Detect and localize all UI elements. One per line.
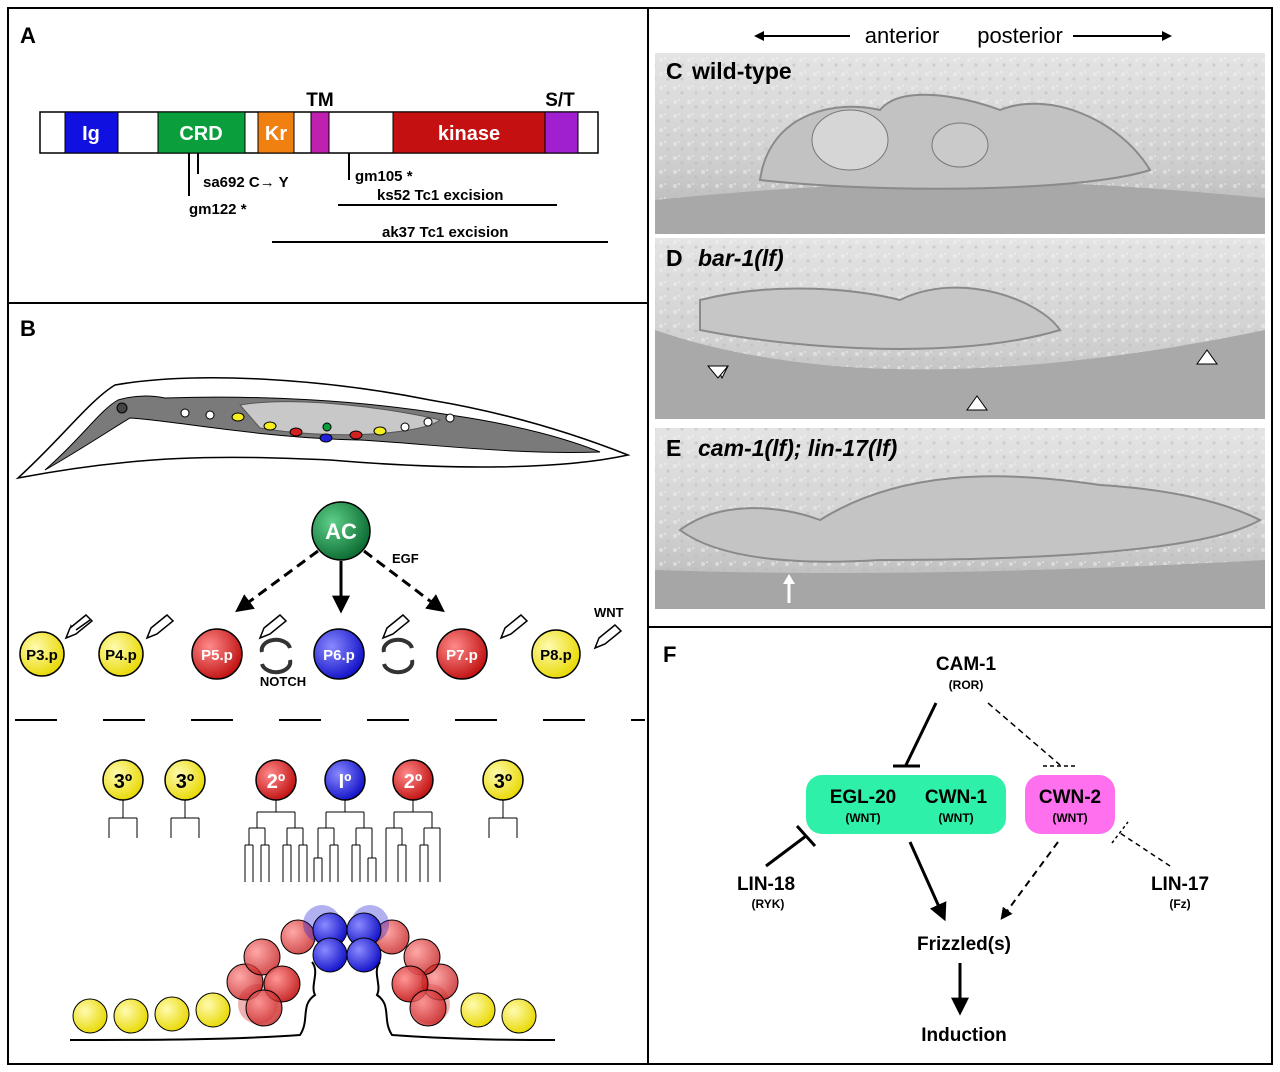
domain-kr-label: Kr: [265, 123, 287, 145]
st-tag: S/T: [545, 90, 575, 111]
domain-crd-label: CRD: [179, 123, 222, 145]
panel-c-genotype: wild-type: [691, 58, 792, 84]
vpc-p8-label: P8.p: [540, 647, 572, 664]
cwn1-label: CWN-1: [925, 787, 988, 808]
cwn2-box: [1025, 775, 1115, 834]
fate-p3-label: 3º: [114, 771, 132, 793]
panel-c-letter: C: [666, 58, 683, 84]
panel-f: F CAM-1 (ROR) EGL-20 (WNT) CWN-1 (WNT) C…: [663, 642, 1209, 1046]
domain-ig: [64, 111, 119, 154]
panel-b-letter: B: [20, 316, 36, 341]
vulva-illustration: [69, 905, 556, 1041]
vpc-p4-label: P4.p: [105, 647, 137, 664]
vpc-p6: [313, 628, 365, 680]
domain-kinase: [392, 111, 546, 154]
lin17-label: LIN-17: [1151, 874, 1209, 895]
arrowhead-marker-1: [706, 365, 730, 379]
anchor-cell: [311, 501, 371, 561]
panel-f-letter: F: [663, 642, 676, 667]
vpc-p6-label: P6.p: [323, 647, 355, 664]
domain-tm: [310, 111, 330, 154]
cam1-inhibits-wnt: [904, 702, 938, 766]
frizzled-label: Frizzled(s): [917, 934, 1011, 955]
vpc-row: P3.p P4.p P5.p P6.p P7.p P8.p: [19, 628, 581, 680]
cwn2-label: CWN-2: [1039, 787, 1101, 808]
fate-p7-label: 2º: [404, 771, 422, 793]
vpc-p7-label: P7.p: [446, 647, 478, 664]
fate-p6-label: Iº: [339, 771, 352, 793]
egf-label: EGF: [392, 551, 419, 566]
panel-d-letter: D: [666, 245, 683, 271]
fate-p8-label: 3º: [494, 771, 512, 793]
cam1-sub: (ROR): [949, 678, 984, 692]
vpc-p3-label: P3.p: [26, 647, 58, 664]
vpc-p5-label: P5.p: [201, 647, 233, 664]
domain-st: [544, 111, 579, 154]
micrograph-c: C wild-type: [655, 53, 1265, 234]
axis-posterior-label: posterior: [977, 23, 1063, 48]
lin18-inhibits-wnt: [765, 834, 807, 868]
vpc-p8: [531, 629, 581, 679]
egf-arrow-p7: [363, 549, 445, 613]
cam1-inhibits-cwn2: [987, 702, 1061, 766]
micrograph-d: D bar-1(lf): [655, 238, 1265, 419]
panel-b: B AC EGF: [15, 316, 645, 1041]
lin18-sub: (RYK): [752, 897, 785, 911]
lin17-inhibits-cwn2: [1119, 832, 1171, 867]
lin18-label: LIN-18: [737, 874, 795, 895]
vpc-p3: [19, 631, 65, 677]
panel-e-genotype: cam-1(lf); lin-17(lf): [698, 435, 897, 461]
panel-a: A Ig CRD Kr kinase TM S/T sa692 C→ Y gm1…: [20, 23, 608, 243]
domain-ig-label: Ig: [82, 123, 100, 145]
panel-e-letter: E: [666, 435, 681, 461]
worm-illustration: [15, 377, 631, 480]
egf-arrow-p5: [235, 549, 319, 613]
cwn2-sub: (WNT): [1052, 811, 1087, 825]
wnt-label: WNT: [594, 605, 624, 620]
cam1-label: CAM-1: [936, 654, 997, 675]
induction-label: Induction: [921, 1025, 1006, 1046]
vpc-p4: [98, 631, 144, 677]
notch-cycle-icons: [259, 637, 415, 675]
lin17-sub: (Fz): [1169, 897, 1190, 911]
vpc-p7: [436, 628, 488, 680]
allele-gm122: gm122 *: [189, 201, 247, 218]
wnt-complex-box: [806, 775, 1006, 834]
micrograph-e: E cam-1(lf); lin-17(lf): [655, 428, 1265, 609]
axis-anterior-label: anterior: [865, 23, 940, 48]
panel-d-genotype: bar-1(lf): [698, 245, 784, 271]
notch-label: NOTCH: [260, 674, 306, 689]
lineage-trees: [108, 800, 518, 882]
domain-kinase-label: kinase: [438, 123, 500, 145]
allele-ak37: ak37 Tc1 excision: [382, 224, 508, 241]
cwn2-activates-frizzled: [1000, 841, 1059, 920]
wnt-arrows: [64, 613, 623, 650]
arrowhead-marker-2: [966, 395, 988, 411]
allele-gm105: gm105 *: [355, 168, 413, 185]
axis-indicator: anterior posterior: [754, 23, 1172, 48]
fate-row: 3º 3º 2º Iº 2º 3º: [102, 759, 524, 801]
egl20-sub: (WNT): [845, 811, 880, 825]
anchor-cell-label: AC: [325, 519, 357, 544]
fate-p4-label: 3º: [176, 771, 194, 793]
arrowhead-marker-3: [1196, 349, 1218, 365]
egl20-label: EGL-20: [830, 787, 897, 808]
tm-tag: TM: [306, 90, 333, 111]
fate-p5-label: 2º: [267, 771, 285, 793]
cwn1-sub: (WNT): [938, 811, 973, 825]
vpc-p5: [191, 628, 243, 680]
allele-ks52: ks52 Tc1 excision: [377, 187, 503, 204]
allele-sa692: sa692 C→ Y: [203, 174, 289, 191]
wnt-activates-frizzled: [908, 841, 947, 922]
figure-border: [7, 7, 1273, 1065]
domain-crd: [157, 111, 246, 154]
panel-a-letter: A: [20, 23, 36, 48]
domain-kr: [257, 111, 295, 154]
